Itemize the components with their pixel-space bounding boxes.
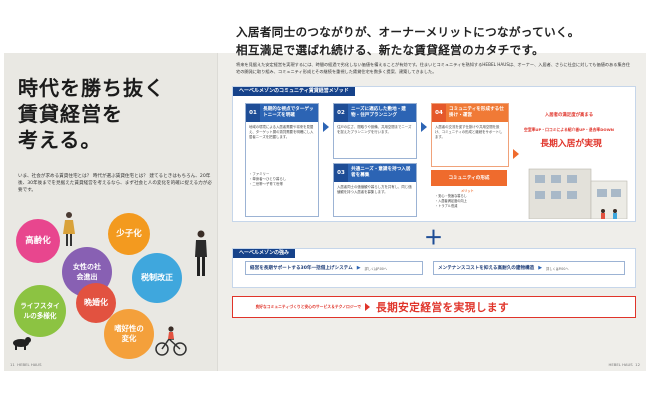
method-panel-title: ヘーベルメゾンのコミュニティ賃貸経営メゾッド [233, 87, 355, 96]
triangle-right-icon [365, 303, 370, 311]
strength-label: 経営を長期サポートする30年一括借上げシステム [250, 266, 353, 271]
card-list-item: ・ファミリー [249, 172, 270, 176]
lead-text: いま、社会が求める賃貸住宅とは？ 時代が選ぶ賃貸住宅とは？ 建てるときはもちろん… [18, 174, 212, 193]
page-reference: 詳しくはP.00へ [546, 266, 569, 271]
card-title: ニーズに適応した敷地・建物・住戸プランニング [348, 104, 416, 122]
owner-satisfaction-text: 入居者の満足度が高まる [544, 113, 594, 118]
title-line: 賃貸経営を [18, 102, 123, 126]
apartment-building-icon [528, 168, 628, 219]
card-list-item: ・二世帯〜子育て世帯 [249, 182, 283, 186]
merit-item: ・安心・快適な暮らし [435, 194, 467, 198]
page-number-right: HEBEL HAUS 12 [608, 362, 641, 367]
flow-arrow-icon [513, 149, 519, 159]
card-list: ・ファミリー ・単身者〜ひとり暮らし ・二世帯〜子育て世帯 [249, 172, 315, 187]
flow-arrow-icon [323, 122, 329, 132]
long-term-occupancy-text: 長期入居が実現 [540, 139, 602, 149]
headline-description: 将来を見据えた安定経営を実現するには、時間の経過で劣化しない価値を備えることが有… [236, 62, 631, 74]
card-number: 03 [334, 164, 348, 182]
strengths-panel: ヘーベルメゾンの強み 経営を長期サポートする30年一括借上げシステム ▶ 詳しく… [232, 248, 636, 288]
community-formation-box: コミュニティの形成 [431, 170, 507, 186]
card-title: 長期的な視点でターゲットニーズを明確 [260, 104, 318, 122]
flow-arrow-icon [421, 122, 427, 132]
strength-item-leaseback: 経営を長期サポートする30年一括借上げシステム ▶ 詳しくはP.00へ [245, 261, 423, 275]
woman-figure-icon [63, 212, 75, 246]
title-line: 考える。 [18, 128, 102, 152]
headline-line-1: 入居者同士のつながりが、オーナーメリットにつながっていく。 [236, 25, 580, 39]
dog-figure-icon [13, 337, 31, 350]
bubble-aging: 高齢化 [16, 219, 60, 263]
title-line: 時代を勝ち抜く [18, 76, 165, 100]
card-title: コミュニティを形成する仕掛け・運営 [446, 104, 508, 122]
triangle-right-icon: ▶ [356, 265, 361, 271]
left-page: 時代を勝ち抜く 賃貸経営を 考える。 いま、社会が求める賃貸住宅とは？ 時代が選… [4, 53, 218, 371]
bubble-preference-change: 嗜好性の変化 [104, 309, 154, 359]
cyclist-figure-icon [155, 326, 187, 356]
card-text: 入居者の交流を促す仕掛けや共用空間を設け、コミュニティの形成と継続をサポートしま… [435, 125, 503, 139]
triangle-right-icon: ▶ [538, 265, 543, 271]
page-reference: 詳しくはP.00へ [364, 266, 388, 271]
conclusion-headline: 長期安定経営を実現します [376, 301, 510, 314]
bubble-low-birthrate: 少子化 [108, 213, 150, 255]
strength-item-durability: メンテナンスコストを抑える高耐久の建物構造 ▶ 詳しくはP.00へ [433, 261, 625, 275]
businessman-figure-icon [195, 230, 207, 276]
card-text: 地域の環境による入居者需要や将来を見据え、ターゲット層の賃貸需要を明確にし入居者… [249, 125, 314, 139]
card-number: 02 [334, 104, 348, 122]
plus-icon: ＋ [424, 227, 444, 249]
merit-list: ・安心・快適な暮らし ・入居者満足度の向上 ・トラブル低減 [435, 194, 509, 209]
card-number: 04 [432, 104, 446, 122]
conclusion-banner: 良好なコミュニティづくりと安心のサービス＆テクノロジーで 長期安定経営を実現しま… [232, 296, 636, 318]
card-number: 01 [246, 104, 260, 122]
page-title: 時代を勝ち抜く 賃貸経営を 考える。 [18, 75, 218, 153]
card-title: 共通ニーズ・意識を持つ入居者を募集 [348, 164, 416, 182]
card-text: 入居者同士の価値観や暮らし方を共有し、同じ価値観を持つ入居者を募集します。 [337, 185, 412, 194]
bubble-tax-reform: 税制改正 [132, 253, 182, 303]
card-list-item: ・単身者〜ひとり暮らし [249, 177, 287, 181]
headline-line-2: 相互満足で選ばれ続ける、新たな賃貸経営のカタチです。 [236, 43, 545, 57]
merit-item: ・入居者満足度の向上 [435, 199, 467, 203]
owner-benefit-text: 空室率UP・口コミによる紹介者UP・退去率DOWN [524, 127, 614, 132]
strengths-title: ヘーベルメゾンの強み [233, 249, 296, 258]
merit-label: メリット [461, 189, 474, 193]
strength-label: メンテナンスコストを抑える高耐久の建物構造 [438, 266, 535, 271]
right-headline: 入居者同士のつながりが、オーナーメリットにつながっていく。 相互満足で選ばれ続け… [236, 23, 636, 59]
bubble-lifestyle-diversity: ライフスタイルの多様化 [14, 285, 66, 337]
card-text: 住戸の広さ、間取りや設備、共用空間までニーズを捉えたプランニングを行います。 [337, 125, 412, 134]
merit-item: ・トラブル低減 [435, 204, 458, 208]
bubble-late-marriage: 晩婚化 [76, 283, 116, 323]
page-number-left: 11 HEBEL HAUS [10, 362, 42, 367]
conclusion-subtext: 良好なコミュニティづくりと安心のサービス＆テクノロジーで [255, 304, 361, 310]
